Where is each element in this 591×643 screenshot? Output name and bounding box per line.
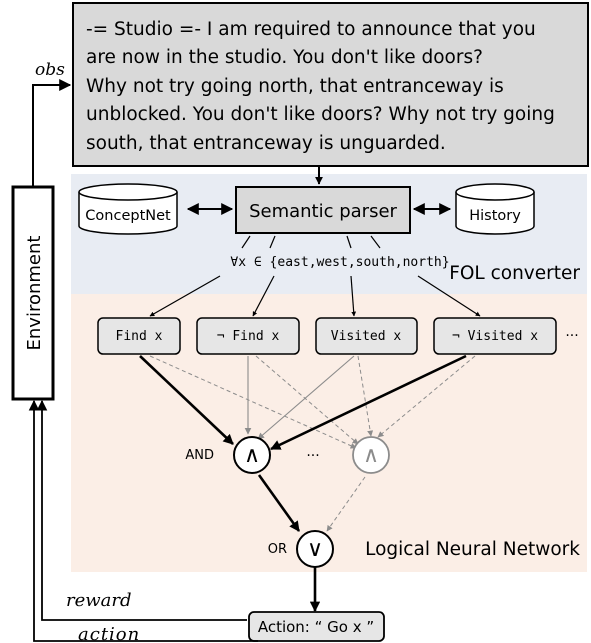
or-symbol: ∨ [307,537,323,562]
predicate-not-visited-box [433,317,557,355]
and-symbol-secondary: ∧ [363,443,379,468]
reward-label: reward [66,590,132,611]
history-label: History [469,208,521,224]
reward-arrow [36,399,247,621]
action-box [248,611,385,642]
parser-output-ticks [241,235,381,249]
conceptnet-db: ConceptNet [78,183,178,235]
predicate-not-visited-label: ¬ Visited x [452,329,538,344]
environment-box [11,185,55,401]
predicate-find-label: Find x [116,329,163,344]
obs-label: obs [35,60,65,80]
fol-to-predicate-arrows [149,275,481,317]
or-label: OR [268,542,287,557]
predicate-visited-box [315,317,418,355]
observation-box [72,2,589,167]
and-ellipsis: ··· [306,448,319,464]
conceptnet-label: ConceptNet [85,208,171,224]
quantifier-text: ∀x ∈ {east,west,south,north} [230,255,449,270]
bold-connections [139,354,467,613]
dashed-connections [149,355,476,532]
fol-converter-label: FOL converter [449,263,580,284]
semantic-parser-box [235,186,411,234]
history-db: History [455,183,535,235]
semantic-parser-label: Semantic parser [249,201,397,222]
lnn-label: Logical Neural Network [365,539,580,560]
action-label: action [78,624,140,643]
and-label: AND [185,448,214,463]
observation-line-5: south, that entranceway is unguarded. [86,133,446,154]
predicate-find-box [97,317,181,355]
observation-line-3: Why not try going north, that entrancewa… [86,76,504,97]
observation-line-2: are now in the studio. You don't like do… [86,47,483,68]
and-node [233,436,271,474]
predicate-visited-label: Visited x [331,329,402,344]
and-node-secondary [352,436,390,474]
thin-connections [244,355,355,440]
and-symbol: ∧ [244,443,260,468]
action-arrow [28,399,258,642]
observation-line-4: unblocked. You don't like doors? Why not… [86,104,555,125]
obs-arrow [32,79,72,187]
or-node [296,530,334,568]
environment-label: Environment [24,236,45,351]
predicate-ellipsis: ··· [565,328,578,344]
observation-line-1: -= Studio =- I am required to announce t… [86,19,536,40]
predicate-not-find-box [196,317,300,355]
predicate-not-find-label: ¬ Find x [217,329,280,344]
action-box-label: Action: “ Go x ” [258,618,374,636]
